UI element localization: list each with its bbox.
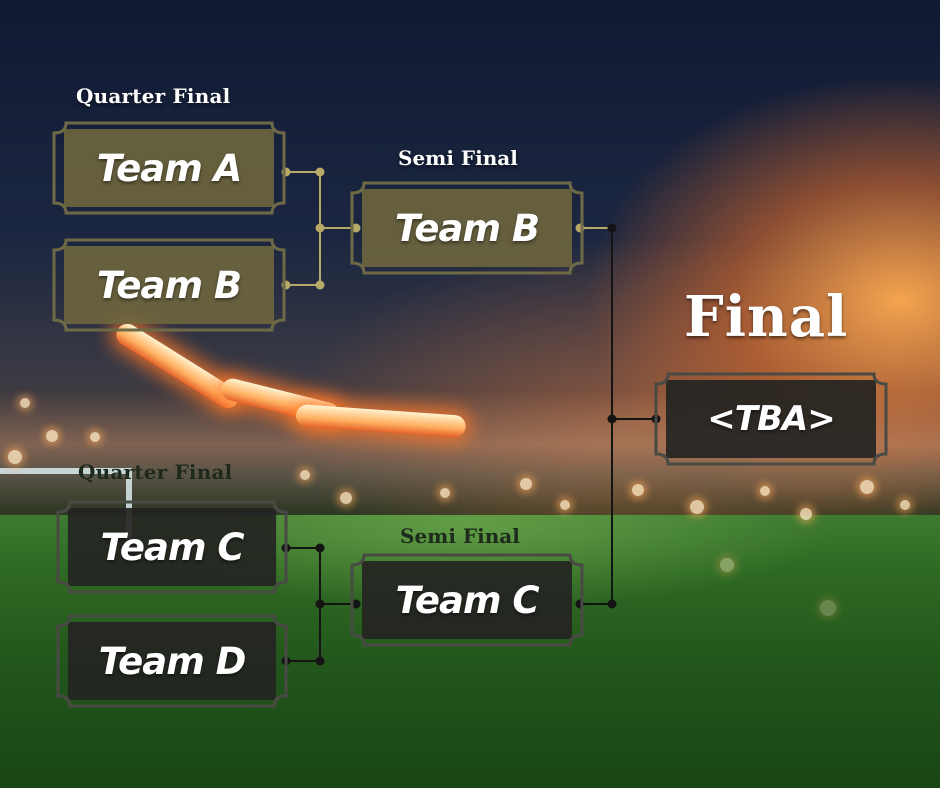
semi-final-slot-bottom[interactable]: Team C <box>350 553 584 647</box>
quarter-final-slot-team-d[interactable]: Team D <box>56 614 288 708</box>
crowd-light <box>46 430 58 442</box>
crowd-light <box>20 398 30 408</box>
quarter-final-slot-team-b[interactable]: Team B <box>52 238 286 332</box>
slot-frame <box>52 238 286 332</box>
crowd-light <box>340 492 352 504</box>
team-name: Team A <box>96 146 243 190</box>
crowd-light <box>760 486 770 496</box>
team-name: <TBA> <box>707 399 835 439</box>
crowd-light <box>720 558 734 572</box>
crowd-light <box>8 450 22 464</box>
crowd-light <box>632 484 644 496</box>
team-name: Team C <box>395 578 539 622</box>
crowd-light <box>900 500 910 510</box>
slot-frame <box>52 121 286 215</box>
slot-frame <box>654 372 888 466</box>
crowd-light <box>560 500 570 510</box>
crowd-light <box>520 478 532 490</box>
crowd-light <box>440 488 450 498</box>
crowd-light <box>820 600 836 616</box>
bottom-semi-final-label: Semi Final <box>400 524 520 548</box>
slot-frame <box>56 614 288 708</box>
final-slot[interactable]: <TBA> <box>654 372 888 466</box>
crowd-light <box>690 500 704 514</box>
top-semi-final-label: Semi Final <box>398 146 518 170</box>
crowd-light <box>800 508 812 520</box>
team-name: Team C <box>100 525 244 569</box>
team-name: Team B <box>394 206 540 250</box>
quarter-final-slot-team-a[interactable]: Team A <box>52 121 286 215</box>
semi-final-slot-top[interactable]: Team B <box>350 181 584 275</box>
crowd-light <box>860 480 874 494</box>
team-name: Team B <box>96 263 242 307</box>
final-label: Final <box>684 284 849 350</box>
crowd-light <box>300 470 310 480</box>
bottom-quarter-final-label: Quarter Final <box>78 460 233 484</box>
crowd-light <box>90 432 100 442</box>
slot-frame <box>350 553 584 647</box>
slot-frame <box>350 181 584 275</box>
quarter-final-slot-team-c[interactable]: Team C <box>56 500 288 594</box>
top-quarter-final-label: Quarter Final <box>76 84 231 108</box>
slot-frame <box>56 500 288 594</box>
team-name: Team D <box>98 639 247 683</box>
